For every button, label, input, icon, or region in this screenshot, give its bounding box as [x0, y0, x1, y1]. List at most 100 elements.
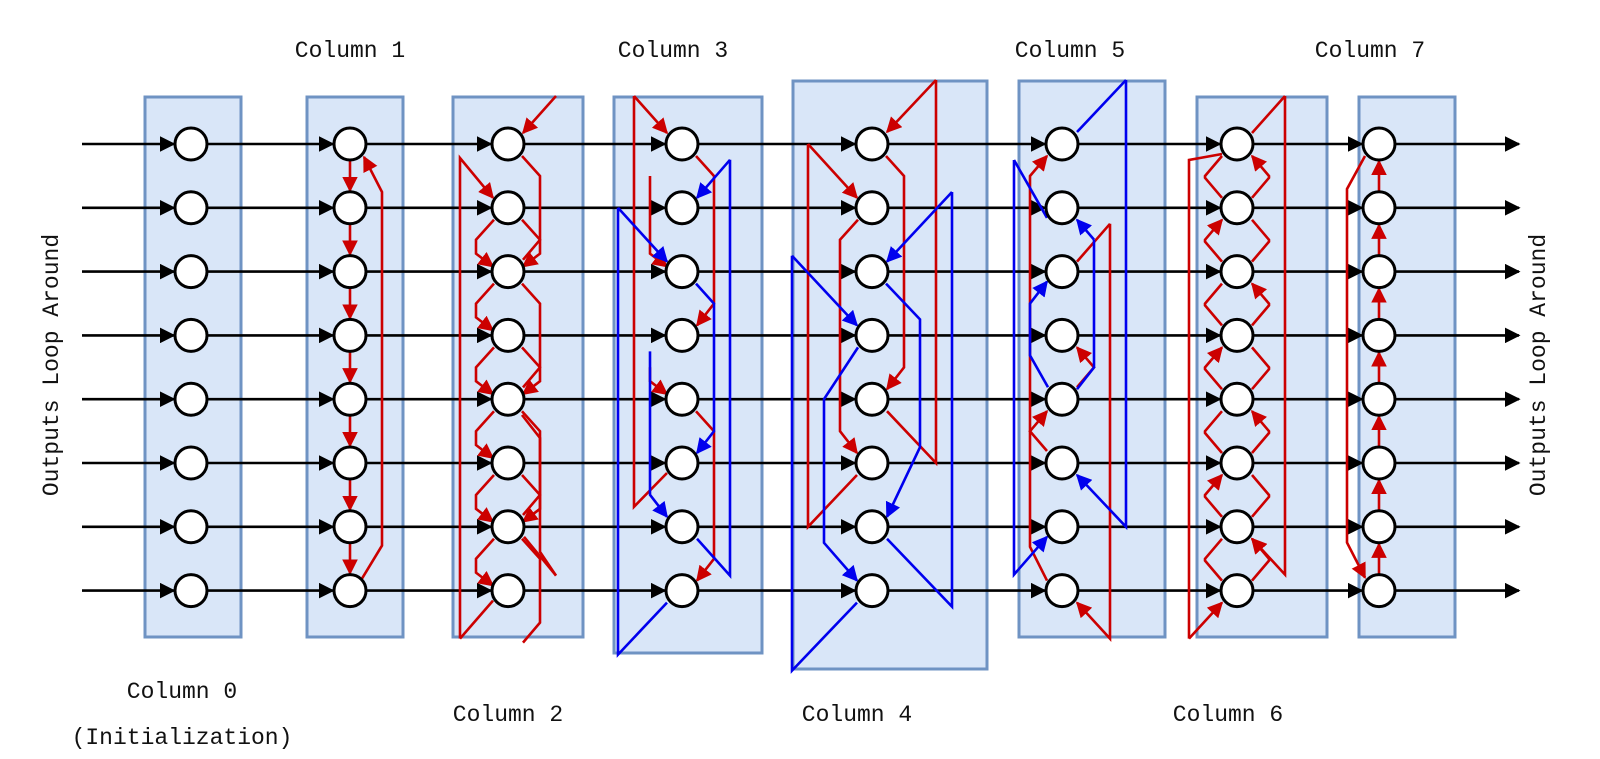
col3-blue-right — [696, 159, 732, 579]
col4-blue-a — [791, 254, 859, 327]
node-col-5-row-6 — [1044, 509, 1080, 545]
column-6-title: Column 6 — [1173, 702, 1283, 728]
node-col-2-row-7 — [490, 573, 526, 609]
col2-right-zig-2 — [521, 282, 542, 389]
node-col-3-row-4 — [664, 381, 700, 417]
col3-blue-b — [648, 351, 669, 519]
col3-red-top — [633, 95, 669, 135]
node-col-3-row-2 — [664, 254, 700, 290]
node-col-4-row-2 — [854, 254, 890, 290]
blue-connections — [616, 79, 1128, 674]
column-3-box — [612, 95, 764, 655]
node-col-6-row-1 — [1219, 190, 1255, 226]
col2-left-bottom — [459, 599, 494, 640]
col6-left-zig-3 — [1203, 282, 1223, 327]
column-6-box — [1195, 95, 1329, 639]
col3-red-left — [632, 96, 668, 510]
right-side-label: Outputs Loop Around — [1526, 234, 1552, 496]
col3-blue-d — [695, 282, 716, 455]
node-col-7-row-5 — [1361, 445, 1397, 481]
column-4-title: Column 4 — [802, 702, 912, 728]
col3-blue-c — [695, 158, 731, 199]
node-col-5-row-0 — [1044, 126, 1080, 162]
node-col-4-row-1 — [854, 190, 890, 226]
col6-left-zig-5 — [1203, 410, 1223, 454]
col3-red-right-a — [695, 155, 716, 327]
col3-blue-left — [616, 207, 668, 658]
col2-left-zig2-6 — [474, 537, 495, 587]
col6-left-zig-1 — [1203, 155, 1223, 199]
col5-blue-c — [1075, 218, 1095, 241]
node-col-5-row-1 — [1044, 190, 1080, 226]
col2-r-arrow-3 — [521, 346, 542, 396]
node-col-1-row-7 — [332, 573, 368, 609]
col6-bottom — [1188, 601, 1224, 640]
col6-right-zig-5 — [1250, 410, 1271, 454]
col2-left-main — [458, 154, 495, 639]
left-side-label: Outputs Loop Around — [39, 234, 65, 496]
col4-blue-c — [885, 191, 953, 263]
node-col-5-row-4 — [1044, 381, 1080, 417]
red-connections — [342, 79, 1387, 644]
column-7-box — [1357, 95, 1457, 639]
node-col-7-row-0 — [1361, 126, 1397, 162]
col2-top-in — [521, 95, 557, 135]
column-5-title: Column 5 — [1015, 38, 1125, 64]
col1-return — [360, 155, 384, 580]
column-boxes — [143, 79, 1457, 671]
col6-right-zig-6 — [1251, 474, 1271, 518]
node-col-1-row-4 — [332, 381, 368, 417]
col2-left-zig-3 — [474, 346, 495, 396]
col3-blue-a — [617, 206, 669, 263]
node-col-0-row-3 — [173, 317, 209, 353]
node-col-3-row-0 — [664, 126, 700, 162]
node-col-1-row-6 — [332, 509, 368, 545]
node-col-5-row-2 — [1044, 254, 1080, 290]
col6-right-zig-4 — [1251, 346, 1271, 391]
node-col-3-row-6 — [664, 509, 700, 545]
col5-blue-d — [1028, 280, 1050, 388]
col5-red-left — [1028, 154, 1049, 582]
column-1-box — [305, 95, 405, 639]
node-col-7-row-6 — [1361, 509, 1397, 545]
col5-red-right — [1075, 223, 1112, 642]
column-0-title: Column 0 — [127, 679, 237, 705]
col5-blue-left — [1012, 160, 1049, 579]
col4-blue-b — [822, 346, 860, 582]
col6-top — [1251, 95, 1286, 134]
node-col-3-row-3 — [664, 317, 700, 353]
col3-red-right-b — [695, 410, 716, 582]
node-col-6-row-6 — [1219, 509, 1255, 545]
node-col-0-row-2 — [173, 254, 209, 290]
node-col-6-row-7 — [1219, 573, 1255, 609]
column-3-title: Column 3 — [618, 38, 728, 64]
node-col-4-row-0 — [854, 126, 890, 162]
node-col-7-row-7 — [1361, 573, 1397, 609]
node-col-5-row-3 — [1044, 317, 1080, 353]
col6-left-zig-2 — [1203, 218, 1224, 263]
node-col-7-row-2 — [1361, 254, 1397, 290]
col4-red-a — [807, 143, 859, 199]
column-1-title: Column 1 — [295, 38, 405, 64]
col6-right-zig-1 — [1250, 154, 1271, 199]
col4-blue-d — [885, 282, 922, 519]
node-col-1-row-5 — [332, 445, 368, 481]
col4-blue-left — [790, 255, 858, 674]
column-7-title: Column 7 — [1315, 38, 1425, 64]
col5-blue-top — [1076, 79, 1127, 133]
node-col-4-row-5 — [854, 445, 890, 481]
node-col-2-row-4 — [490, 381, 526, 417]
node-col-0-row-1 — [173, 190, 209, 226]
node-col-1-row-1 — [332, 190, 368, 226]
col2-right-zig-4 — [521, 410, 542, 516]
node-col-0-row-4 — [173, 381, 209, 417]
col7-return — [1345, 155, 1367, 579]
col2-r-arrow-1 — [521, 218, 542, 268]
col4-red-c — [838, 218, 859, 455]
col2-right-zig-6 — [521, 537, 542, 644]
col4-red-top — [885, 79, 937, 134]
node-col-3-row-1 — [664, 190, 700, 226]
node-col-0-row-5 — [173, 445, 209, 481]
node-col-2-row-6 — [490, 509, 526, 545]
column-0-box — [143, 95, 243, 639]
